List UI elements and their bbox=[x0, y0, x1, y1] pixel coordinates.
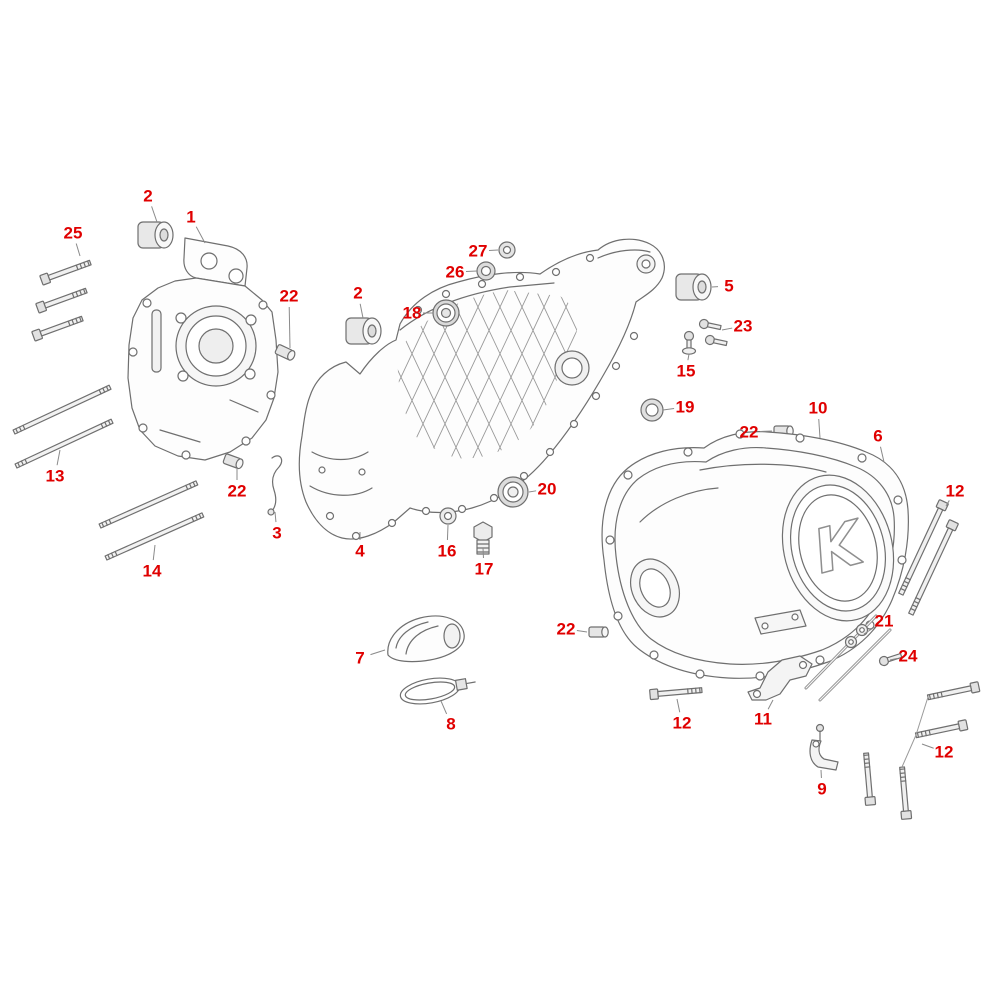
callout-label-25: 25 bbox=[64, 224, 83, 243]
callout-label-7: 7 bbox=[355, 649, 364, 668]
callout-leader-14 bbox=[152, 544, 156, 561]
callout-label-12: 12 bbox=[946, 482, 965, 501]
part-bushing-2b bbox=[345, 317, 382, 345]
part-breather-3 bbox=[267, 455, 283, 516]
callout-label-22: 22 bbox=[228, 482, 247, 501]
callout-leader-25 bbox=[75, 243, 81, 257]
callout-label-20: 20 bbox=[538, 480, 557, 499]
callout-leader-23 bbox=[721, 327, 733, 331]
callout-label-26: 26 bbox=[446, 263, 465, 282]
part-clamp-8 bbox=[399, 677, 476, 705]
callout-leader-12 bbox=[676, 698, 681, 713]
callout-leader-6 bbox=[879, 446, 885, 463]
part-bolt-washer-15 bbox=[681, 330, 697, 355]
callout-label-27: 27 bbox=[469, 242, 488, 261]
callout-leader-2 bbox=[359, 303, 364, 319]
part-seal-20 bbox=[497, 476, 529, 508]
callout-label-9: 9 bbox=[817, 780, 826, 799]
part-crankcase-left bbox=[127, 237, 279, 461]
callout-label-23: 23 bbox=[734, 317, 753, 336]
part-scoop-7 bbox=[387, 615, 465, 663]
part-seal-19 bbox=[640, 398, 664, 422]
callout-label-16: 16 bbox=[438, 542, 457, 561]
callout-label-15: 15 bbox=[677, 362, 696, 381]
part-seal-27 bbox=[498, 241, 516, 259]
part-bolts-23 bbox=[698, 318, 728, 347]
callout-leader-24 bbox=[889, 657, 898, 661]
callout-label-13: 13 bbox=[46, 467, 65, 486]
callout-leader-16 bbox=[446, 524, 449, 541]
callout-label-2: 2 bbox=[143, 187, 152, 206]
part-bracket-9 bbox=[809, 723, 839, 771]
part-washer-16 bbox=[439, 507, 457, 525]
part-bolts-12-bottom-right bbox=[860, 681, 981, 821]
callout-label-19: 19 bbox=[676, 398, 695, 417]
callout-leader-2 bbox=[151, 206, 158, 223]
callout-label-8: 8 bbox=[446, 715, 455, 734]
callout-label-4: 4 bbox=[355, 542, 365, 561]
callout-leader-19 bbox=[662, 407, 675, 411]
callout-label-18: 18 bbox=[403, 304, 422, 323]
callout-label-3: 3 bbox=[272, 524, 281, 543]
callout-leader-11 bbox=[767, 699, 774, 710]
callout-label-12: 12 bbox=[673, 714, 692, 733]
callout-label-6: 6 bbox=[873, 427, 882, 446]
part-bracket-11 bbox=[747, 655, 813, 701]
callout-leader-3 bbox=[274, 511, 277, 523]
part-crankcase-main bbox=[298, 238, 665, 541]
callout-leader-12 bbox=[945, 500, 950, 507]
callout-leader-22 bbox=[288, 306, 291, 349]
callout-leader-7 bbox=[370, 649, 386, 656]
callout-leader-10 bbox=[818, 418, 821, 439]
callout-leader-15 bbox=[687, 353, 690, 361]
callout-leader-26 bbox=[465, 270, 478, 273]
callout-label-12: 12 bbox=[935, 743, 954, 762]
callout-label-2: 2 bbox=[353, 284, 362, 303]
callout-label-17: 17 bbox=[475, 560, 494, 579]
callout-label-22: 22 bbox=[557, 620, 576, 639]
callout-leader-13 bbox=[56, 449, 61, 466]
callout-leader-1 bbox=[195, 226, 206, 244]
callout-label-11: 11 bbox=[754, 710, 772, 729]
callout-leader-20 bbox=[528, 490, 537, 493]
callout-label-10: 10 bbox=[809, 399, 828, 418]
callout-leader-21 bbox=[863, 626, 876, 635]
part-bushing-5 bbox=[675, 273, 712, 301]
part-bushing-2a bbox=[137, 221, 174, 249]
callout-label-5: 5 bbox=[724, 277, 733, 296]
callout-label-1: 1 bbox=[186, 208, 195, 227]
callout-label-22: 22 bbox=[280, 287, 299, 306]
callout-label-22: 22 bbox=[740, 423, 759, 442]
part-cvt-cover: K bbox=[601, 429, 909, 681]
callout-leader-8 bbox=[440, 700, 448, 715]
callout-label-21: 21 bbox=[875, 612, 894, 631]
part-seal-26 bbox=[476, 261, 496, 281]
callout-label-24: 24 bbox=[899, 647, 918, 666]
callout-leader-12 bbox=[921, 743, 934, 749]
callout-leader-22 bbox=[759, 430, 773, 433]
callout-leader-22 bbox=[576, 630, 588, 633]
callout-label-14: 14 bbox=[143, 562, 162, 581]
part-rods-21 bbox=[804, 614, 892, 702]
